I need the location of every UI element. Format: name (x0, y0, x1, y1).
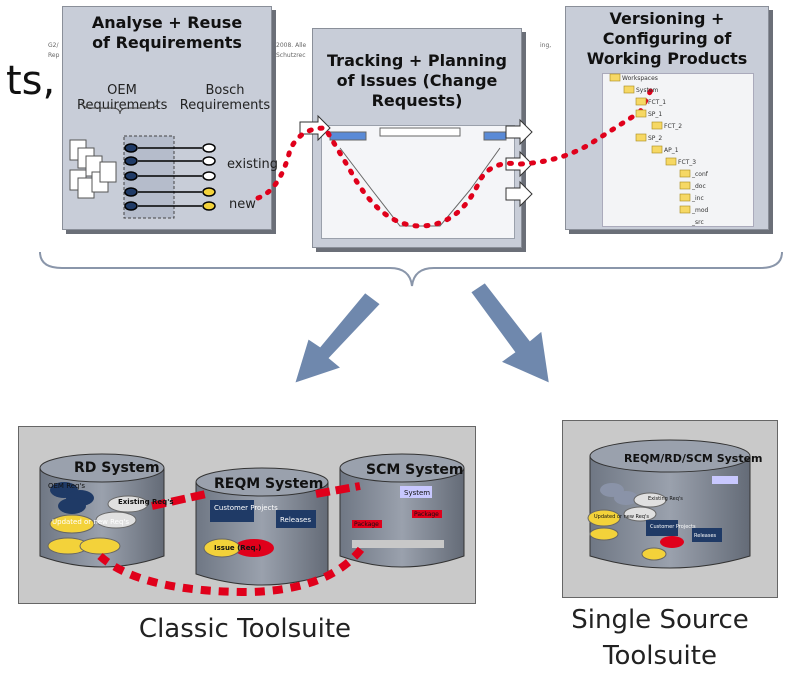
tracking-arrows (299, 114, 533, 208)
scm-cylinder (339, 453, 465, 568)
oem-documents-icon (69, 139, 117, 199)
single-source-caption: Single Source Toolsuite (571, 605, 749, 671)
requirement-arrows (124, 143, 216, 211)
tree-system: System (636, 87, 659, 94)
v-model-screenshot (321, 125, 515, 239)
oem-requirements-label: OEM Requirements (77, 83, 168, 113)
reqm-system-title: REQM System (214, 476, 323, 492)
versioning-panel-title: Versioning + Configuring of Working Prod… (586, 9, 748, 68)
rd-updated-label: Updated or new Req's (52, 518, 129, 526)
grouping-brace (39, 251, 783, 287)
down-arrows (292, 280, 552, 386)
tree-doc: _doc (691, 183, 706, 190)
scm-system-title: SCM System (366, 462, 463, 478)
scm-package-1: Package (354, 521, 379, 528)
v-model-diagram (329, 127, 507, 227)
bosch-requirements-label: Bosch Requirements (179, 83, 271, 113)
rd-system-title: RD System (74, 460, 160, 476)
rd-existing-label: Existing Req's (118, 498, 174, 506)
workspace-tree (602, 73, 754, 227)
single-source-cylinder (587, 439, 751, 569)
tree-sp2: SP_2 (648, 135, 662, 142)
existing-label: existing (227, 157, 279, 172)
red-dotted-trace-top (255, 85, 655, 229)
single-releases-label: Releases (694, 533, 717, 539)
analyse-panel-title: Analyse + Reuse of Requirements (91, 13, 243, 52)
versioning-panel: Versioning + Configuring of Working Prod… (565, 6, 769, 230)
single-source-system-title: REQM/RD/SCM System (624, 452, 763, 465)
tree-conf: _conf (691, 171, 709, 178)
tracking-panel-title: Tracking + Planning of Issues (Change Re… (327, 51, 507, 110)
tree-fct3: FCT_3 (678, 159, 696, 166)
faint-header-mid-2: Schutzrec (276, 52, 306, 59)
single-projects-label: Customer Projects (650, 524, 696, 530)
scm-package-2: Package (414, 511, 439, 518)
reqm-releases-label: Releases (280, 516, 311, 524)
tree-ap1: AP_1 (664, 147, 679, 154)
tree-workspaces: Workspaces (622, 75, 658, 82)
tree-sp1: SP_1 (648, 111, 662, 118)
classic-toolsuite-caption: Classic Toolsuite (138, 614, 352, 644)
faint-header-mid-1: 2008. Alle (276, 42, 307, 49)
reqm-projects-label: Customer Projects (214, 504, 278, 512)
reqm-cylinder (195, 467, 329, 586)
partial-heading-text: ts, (6, 58, 56, 104)
tree-fct2: FCT_2 (664, 123, 682, 130)
faint-header-left-2: Rep (48, 52, 60, 59)
tree-fct1: FCT_1 (648, 99, 666, 106)
tree-inc: _inc (691, 195, 704, 202)
rd-oem-label: OEM Req's (48, 482, 85, 490)
single-updated-label: Updated or new Req's (594, 514, 649, 520)
scm-system-label: System (404, 489, 430, 497)
classic-red-links (97, 482, 366, 597)
rd-cylinder (39, 453, 165, 568)
tree-src: _src (691, 219, 704, 226)
faint-header-right-1: ing, (540, 42, 552, 49)
new-label: new (229, 197, 256, 212)
tree-mod: _mod (691, 207, 709, 214)
workspace-folders (609, 73, 691, 214)
single-existing-label: Existing Req's (648, 496, 683, 502)
faint-header-left-1: G2/ (48, 42, 59, 49)
reqm-issue-label: Issue (Req.) (214, 544, 261, 552)
